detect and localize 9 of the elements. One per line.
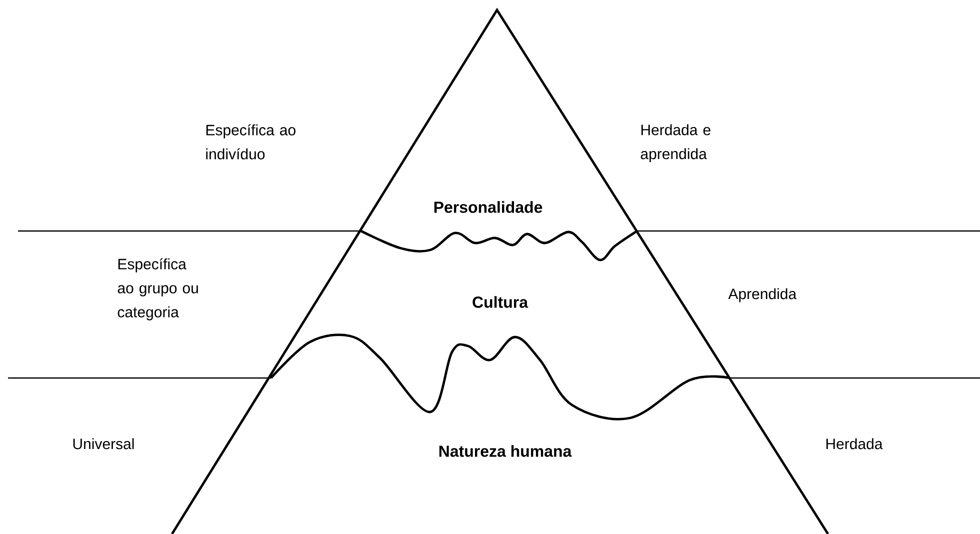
side-label: Específica ao indivíduo — [206, 124, 296, 160]
side-label: Aprendida — [728, 288, 797, 302]
side-label: Universal — [73, 438, 134, 450]
layer-label: Natureza humana — [439, 445, 572, 457]
side-label: Herdada — [826, 438, 883, 450]
side-label: Herdada e aprendida — [640, 124, 710, 162]
side-label: Específica ao grupo ou categoria — [118, 258, 198, 320]
layer-label: Personalidade — [434, 201, 542, 213]
layer-label: Cultura — [472, 296, 528, 308]
